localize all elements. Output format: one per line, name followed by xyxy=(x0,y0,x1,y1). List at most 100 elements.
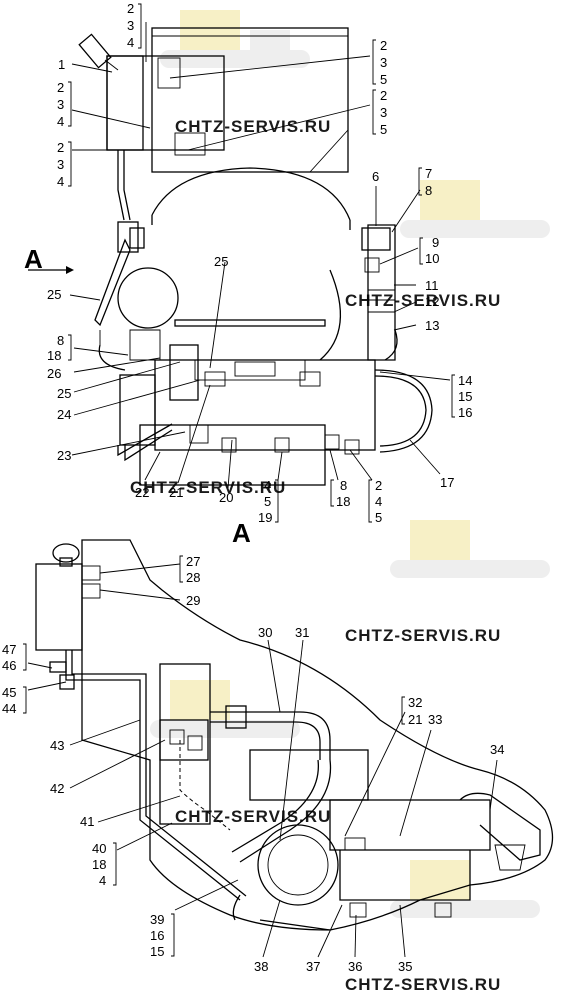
callout-5-f: 5 xyxy=(264,494,271,509)
watermark-text: CHTZ-SERVIS.RU xyxy=(175,807,331,826)
arrow-label: A xyxy=(24,244,43,274)
callout-21-side: 21 xyxy=(408,712,422,727)
callout-32: 32 xyxy=(408,695,422,710)
callout-4-b: 4 xyxy=(57,114,64,129)
callout-40: 40 xyxy=(92,841,106,856)
callout-35: 35 xyxy=(398,959,412,974)
central-block xyxy=(154,359,376,451)
callout-30: 30 xyxy=(258,625,272,640)
callout-3-b: 3 xyxy=(57,97,64,112)
engine-outline xyxy=(151,167,351,221)
top-view-drawing xyxy=(78,27,433,486)
callout-5-a: 5 xyxy=(380,72,387,87)
hose-25 xyxy=(94,238,131,327)
callout-19-f: 19 xyxy=(258,510,272,525)
side-view-labels: 27 28 29 30 31 32 21 33 34 35 36 37 38 3… xyxy=(2,554,504,974)
right-cylinder xyxy=(367,224,396,361)
callout-46: 46 xyxy=(2,658,16,673)
callout-38: 38 xyxy=(254,959,268,974)
callout-3-d: 3 xyxy=(57,157,64,172)
callout-4-d: 4 xyxy=(57,174,64,189)
filler-neck xyxy=(78,33,119,71)
callout-29: 29 xyxy=(186,593,200,608)
frame-outline xyxy=(81,539,554,931)
callout-2-d: 2 xyxy=(57,140,64,155)
callout-21: 21 xyxy=(169,485,183,500)
view-title-a: A xyxy=(232,518,251,548)
watermark-bulldozer-icon xyxy=(390,520,550,578)
watermark-text: CHTZ-SERVIS.RU xyxy=(345,291,501,310)
callout-2-top: 2 xyxy=(127,1,134,16)
watermark-text: CHTZ-SERVIS.RU xyxy=(345,626,501,645)
callout-26: 26 xyxy=(47,366,61,381)
side-view-leaders xyxy=(27,563,498,958)
tank-body xyxy=(151,27,349,173)
top-view-leaders xyxy=(69,22,451,489)
callout-28: 28 xyxy=(186,570,200,585)
watermark-text: CHTZ-SERVIS.RU xyxy=(345,975,501,994)
callout-18-side: 18 xyxy=(92,857,106,872)
callout-15: 15 xyxy=(458,389,472,404)
turbo-circle xyxy=(257,824,339,906)
callout-4-side: 4 xyxy=(99,873,106,888)
callout-37: 37 xyxy=(306,959,320,974)
side-reservoir xyxy=(35,563,83,651)
round-filter xyxy=(117,267,179,329)
callout-20: 20 xyxy=(219,490,233,505)
callout-2-b: 2 xyxy=(57,80,64,95)
callout-41: 41 xyxy=(80,814,94,829)
callout-8-left: 8 xyxy=(57,333,64,348)
callout-8: 8 xyxy=(425,183,432,198)
callout-3-top: 3 xyxy=(127,18,134,33)
callout-45: 45 xyxy=(2,685,16,700)
callout-25-b: 25 xyxy=(47,287,61,302)
callout-42: 42 xyxy=(50,781,64,796)
callout-8-b: 8 xyxy=(340,478,347,493)
top-view-labels: 1 2 3 4 2 3 5 2 3 4 2 3 5 2 3 4 6 7 8 9 … xyxy=(47,1,472,525)
callout-25-a: 25 xyxy=(214,254,228,269)
callout-16-side: 16 xyxy=(150,928,164,943)
callout-3-c: 3 xyxy=(380,105,387,120)
callout-18-left: 18 xyxy=(47,348,61,363)
callout-4-f: 4 xyxy=(264,478,271,493)
callout-44: 44 xyxy=(2,701,16,716)
watermark-bulldozer-icon xyxy=(390,860,540,918)
callout-18-b: 18 xyxy=(336,494,350,509)
callout-4-e: 4 xyxy=(375,494,382,509)
callout-27: 27 xyxy=(186,554,200,569)
callout-39: 39 xyxy=(150,912,164,927)
callout-2-a: 2 xyxy=(380,38,387,53)
callout-47: 47 xyxy=(2,642,16,657)
watermark-group: CHTZ-SERVIS.RU CHTZ-SERVIS.RU CHTZ-SERVI… xyxy=(130,10,550,994)
watermark-bulldozer-icon xyxy=(150,680,300,738)
callout-3-a: 3 xyxy=(380,55,387,70)
callout-31: 31 xyxy=(295,625,309,640)
callout-6: 6 xyxy=(372,169,379,184)
callout-24: 24 xyxy=(57,407,71,422)
callout-14: 14 xyxy=(458,373,472,388)
callout-9: 9 xyxy=(432,235,439,250)
watermark-text: CHTZ-SERVIS.RU xyxy=(175,117,331,136)
callout-10: 10 xyxy=(425,251,439,266)
callout-43: 43 xyxy=(50,738,64,753)
watermark-bulldozer-icon xyxy=(400,180,550,238)
callout-16: 16 xyxy=(458,405,472,420)
view-arrow-a: A xyxy=(24,244,74,274)
main-body xyxy=(329,799,491,851)
callout-5-c: 5 xyxy=(380,122,387,137)
callout-7: 7 xyxy=(425,166,432,181)
callout-12: 12 xyxy=(425,294,439,309)
callout-13: 13 xyxy=(425,318,439,333)
callout-34: 34 xyxy=(490,742,504,757)
callout-23: 23 xyxy=(57,448,71,463)
watermark-text: CHTZ-SERVIS.RU xyxy=(130,478,286,497)
callout-15-side: 15 xyxy=(150,944,164,959)
callout-11: 11 xyxy=(425,278,439,293)
callout-5-e: 5 xyxy=(375,510,382,525)
callout-17: 17 xyxy=(440,475,454,490)
callout-2-c: 2 xyxy=(380,88,387,103)
callout-25-c: 25 xyxy=(57,386,71,401)
callout-4-top: 4 xyxy=(127,35,134,50)
callout-33: 33 xyxy=(428,712,442,727)
